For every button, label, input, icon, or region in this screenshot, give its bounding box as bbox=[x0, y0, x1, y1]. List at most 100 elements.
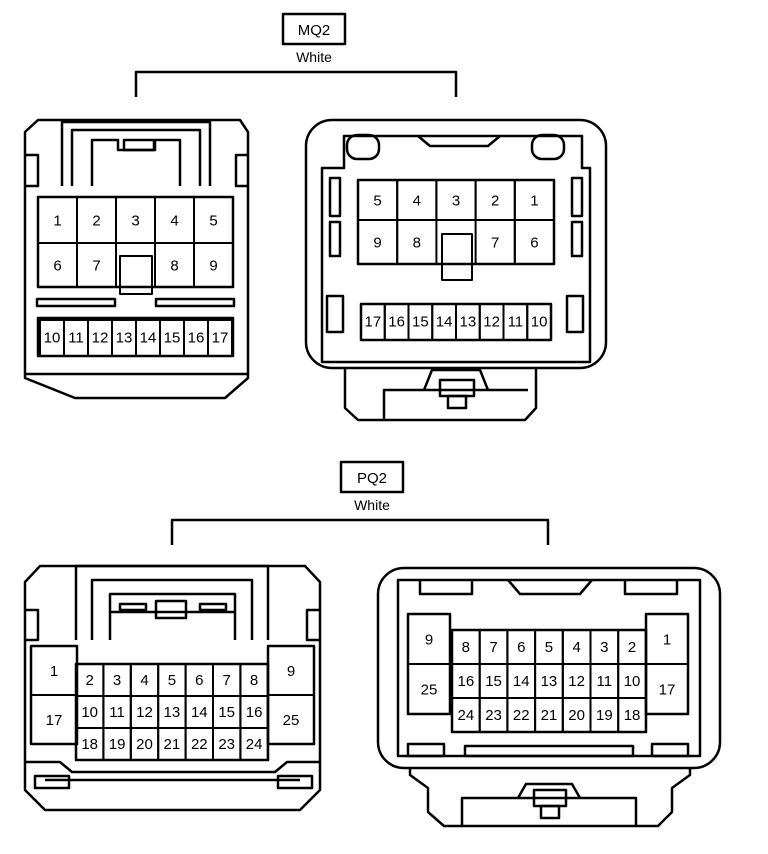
pq2-rear-corner-slot-2 bbox=[650, 742, 690, 758]
mq2-rear-pin-2: 2 bbox=[491, 192, 499, 209]
pq2-rear-pin-11: 11 bbox=[597, 673, 613, 690]
mq2-front-pin-8: 8 bbox=[170, 257, 178, 274]
pq2-rear-corner-slot-1 bbox=[406, 742, 446, 758]
mq2-rear-pin-12: 12 bbox=[483, 314, 500, 331]
mq2-front-pin-5: 5 bbox=[209, 212, 217, 229]
pq2-front-pin-6: 6 bbox=[195, 672, 203, 689]
pq2-front-foot-right bbox=[276, 774, 314, 790]
pq2-front-latch-frame bbox=[108, 592, 237, 640]
pq2-rear-top-key bbox=[507, 579, 593, 596]
mq2-front-pin-10: 10 bbox=[44, 330, 61, 347]
pq2-rear-pin-4: 4 bbox=[572, 639, 580, 656]
mq2-front-pin-13: 13 bbox=[116, 330, 133, 347]
mq2-rear-lock-housing bbox=[343, 368, 538, 422]
mq2-rear-pin-6: 6 bbox=[530, 234, 538, 251]
mq2-header: MQ2 White bbox=[134, 12, 458, 97]
mq2-rear-side-slot-4 bbox=[570, 220, 584, 258]
pq2-front-latch-key bbox=[154, 599, 188, 620]
pq2-front-pin-5: 5 bbox=[168, 672, 176, 689]
pq2-tag-box bbox=[339, 460, 405, 494]
pq2-rear-pin-15: 15 bbox=[485, 673, 502, 690]
pq2-rear-pin-25-box bbox=[407, 663, 451, 715]
pq2-front-pin-14: 14 bbox=[191, 704, 208, 721]
pq2-rear-pin-12: 12 bbox=[568, 673, 585, 690]
mq2-front-latch-outer bbox=[60, 120, 212, 186]
mq2-front-latch-tab bbox=[90, 138, 182, 186]
pq2-rear-pin-8: 8 bbox=[462, 639, 470, 656]
mq2-rear-pin-7: 7 bbox=[491, 234, 499, 251]
mq2-rear-side-slot-3 bbox=[570, 176, 584, 218]
pq2-bracket bbox=[170, 518, 550, 545]
pq2-front-pin-22: 22 bbox=[191, 736, 208, 753]
pq2-front-pin-3: 3 bbox=[113, 672, 121, 689]
pq2-front-pin-23: 23 bbox=[218, 736, 235, 753]
mq2-bracket bbox=[134, 70, 458, 97]
pq2-front-pin-7: 7 bbox=[223, 672, 231, 689]
mq2-rear-pin-1: 1 bbox=[530, 192, 538, 209]
mq2-rear-pin-14: 14 bbox=[436, 314, 453, 331]
mq2-rear-pin-15: 15 bbox=[412, 314, 429, 331]
pq2-front-pin-8: 8 bbox=[250, 672, 258, 689]
pq2-rear-pin-21: 21 bbox=[541, 707, 558, 724]
pq2-rear-pin-23: 23 bbox=[485, 707, 502, 724]
pq2-front-pin-13: 13 bbox=[164, 704, 181, 721]
mq2-rear-side-slot-2 bbox=[328, 220, 342, 258]
mq2-front-pin-6: 6 bbox=[53, 257, 61, 274]
pq2-front-foot-left bbox=[33, 774, 71, 790]
mq2-front-left-notch bbox=[25, 153, 40, 188]
mq2-rear-corner-slot-2 bbox=[565, 294, 585, 334]
mq2-color-label: White bbox=[296, 49, 332, 65]
pq2-connector-name: PQ2 bbox=[357, 470, 387, 487]
pq2-front-left-notch bbox=[25, 608, 40, 642]
mq2-front-pin-12: 12 bbox=[92, 330, 109, 347]
mq2-rear-inner-frame bbox=[320, 134, 592, 364]
mq2-front-pin-11: 11 bbox=[68, 330, 84, 347]
mq2-front-rib-right bbox=[154, 297, 236, 308]
mq2-front-pin-7-box bbox=[76, 242, 117, 288]
pq2-front-pin-2: 2 bbox=[86, 672, 94, 689]
mq2-front-latch-inner bbox=[70, 128, 202, 186]
pq2-front-base-line bbox=[25, 760, 320, 774]
pq2-rear-pin-10: 10 bbox=[624, 673, 641, 690]
pq2-rear-pin-13: 13 bbox=[541, 673, 558, 690]
pq2-rear-pin-3: 3 bbox=[600, 639, 608, 656]
pq2-rear-inner-frame bbox=[396, 578, 702, 758]
pq2-front-pin-16: 16 bbox=[246, 704, 263, 721]
mq2-rear-side-slot-1 bbox=[328, 176, 342, 218]
mq2-rear-pin-17: 17 bbox=[365, 314, 382, 331]
pq2-rear-pin-25: 25 bbox=[421, 681, 438, 698]
mq2-front-pin-16: 16 bbox=[188, 330, 205, 347]
pq2-front-latch-outer bbox=[74, 564, 270, 640]
pq2-rear-pin-6: 6 bbox=[517, 639, 525, 656]
pq2-front-pin-4: 4 bbox=[140, 672, 148, 689]
pq2-front-pin-25: 25 bbox=[283, 712, 300, 729]
pq2-rear-lock-inner bbox=[460, 796, 638, 826]
pq2-rear-body bbox=[376, 566, 722, 770]
mq2-front-right-notch bbox=[234, 153, 248, 188]
pq2-front-pin-24: 24 bbox=[246, 736, 263, 753]
pq2-front-pin-17: 17 bbox=[46, 712, 63, 729]
pq2-rear-pin-5: 5 bbox=[545, 639, 553, 656]
mq2-rear-pin-8: 8 bbox=[413, 234, 421, 251]
pq2-front-right-notch bbox=[305, 608, 320, 642]
pq2-rear-pin-2: 2 bbox=[628, 639, 636, 656]
mq2-rear-pin-11: 11 bbox=[508, 314, 524, 331]
mq2-rear-left-lug bbox=[345, 133, 381, 161]
pq2-front-pin-1: 1 bbox=[50, 663, 58, 680]
pq2-rear-pin-20: 20 bbox=[568, 707, 585, 724]
mq2-front-pin-2: 2 bbox=[92, 212, 100, 229]
mq2-rear-pin-13: 13 bbox=[460, 314, 477, 331]
mq2-rear-lock-ramp bbox=[422, 368, 490, 391]
mq2-front-pin-17-box bbox=[207, 319, 233, 357]
mq2-front-pin-9-box bbox=[193, 242, 234, 288]
mq2-front-key-slot-box bbox=[119, 255, 153, 295]
mq2-front-body bbox=[23, 118, 250, 400]
pq2-front-pin-21: 21 bbox=[164, 736, 181, 753]
mq2-rear-corner-slot-1 bbox=[325, 294, 345, 334]
